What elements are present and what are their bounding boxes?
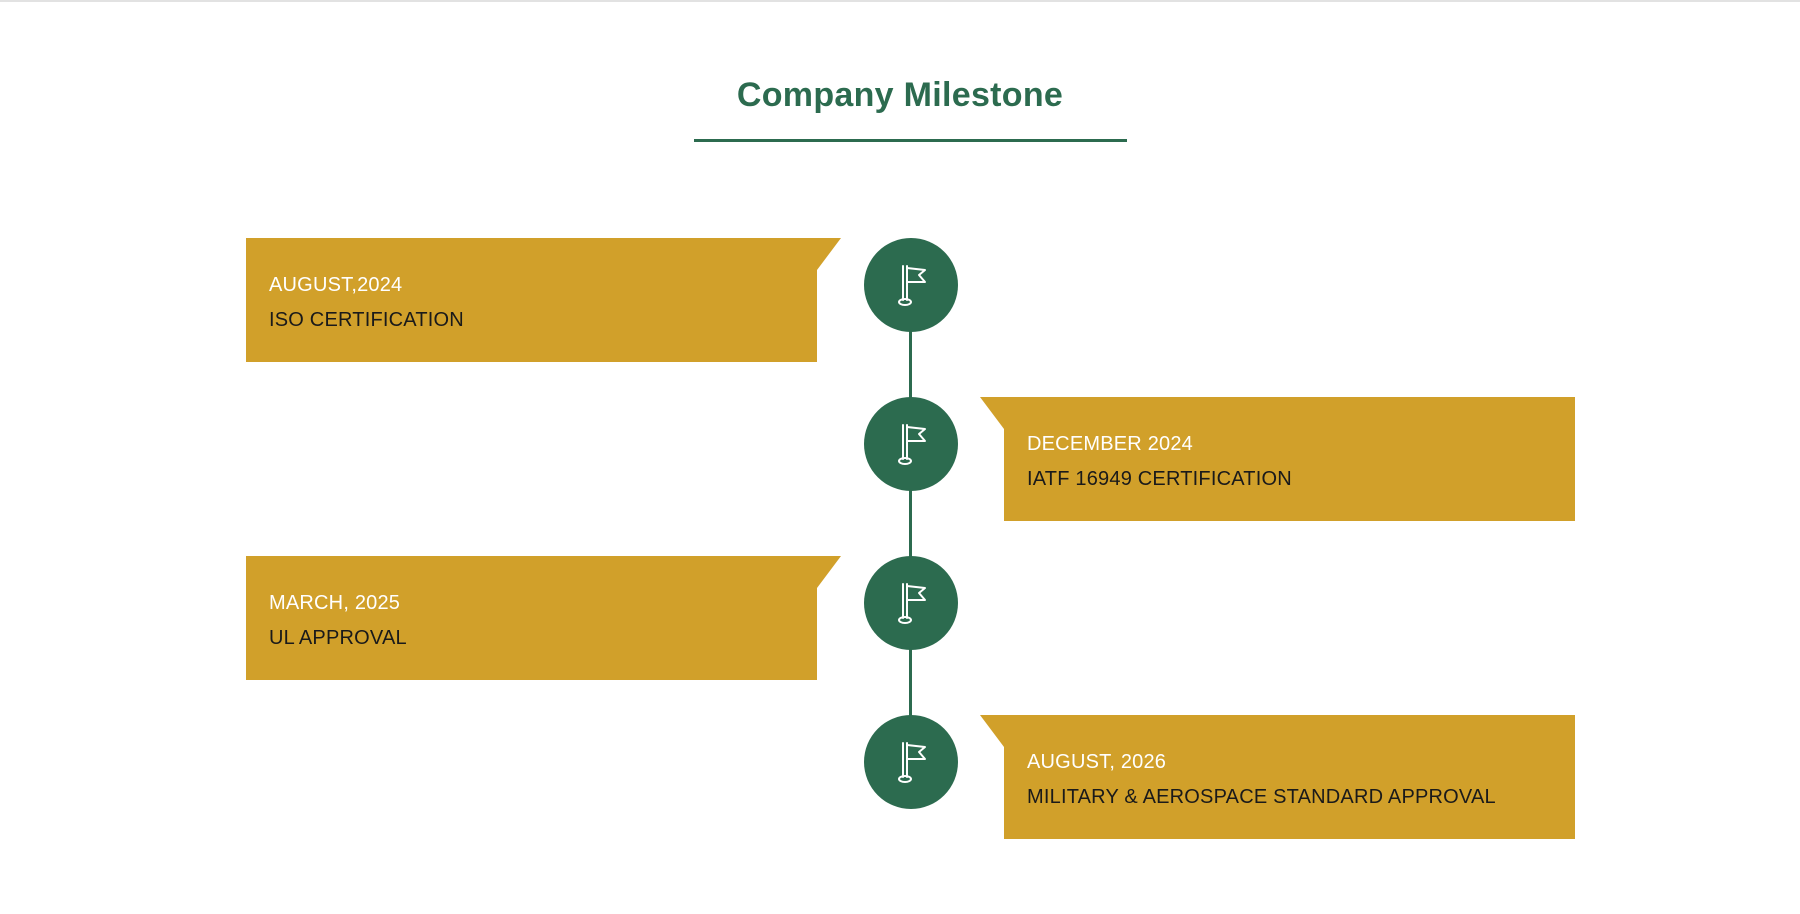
milestone-date: AUGUST, 2026 [1027,751,1167,773]
milestone-card-4: AUGUST, 2026 MILITARY & AEROSPACE STANDA… [980,715,1575,839]
milestone-date: DECEMBER 2024 [1027,433,1193,455]
milestone-label: UL APPROVAL [269,627,407,649]
milestone-label: ISO CERTIFICATION [269,309,464,331]
flag-icon [898,583,926,624]
card-pointer [817,238,841,270]
milestone-date: AUGUST,2024 [269,274,403,296]
milestone-node-2 [864,397,958,491]
milestone-card-1: AUGUST,2024 ISO CERTIFICATION [246,238,841,362]
title-underline [694,139,1127,142]
milestone-node-1 [864,238,958,332]
milestone-date: MARCH, 2025 [269,592,401,614]
flag-icon [898,265,926,306]
flag-icon [898,424,926,465]
timeline-connector [909,330,912,760]
milestone-card-2: DECEMBER 2024 IATF 16949 CERTIFICATION [980,397,1575,521]
card-pointer [980,397,1004,429]
milestone-label: IATF 16949 CERTIFICATION [1027,468,1292,490]
card-pointer [817,556,841,588]
milestone-node-4 [864,715,958,809]
flag-icon [898,742,926,783]
milestone-card-3: MARCH, 2025 UL APPROVAL [246,556,841,680]
milestone-label: MILITARY & AEROSPACE STANDARD APPROVAL [1027,786,1496,808]
section-title: Company Milestone [736,76,1064,114]
top-border [0,0,1800,2]
milestone-node-3 [864,556,958,650]
card-pointer [980,715,1004,747]
